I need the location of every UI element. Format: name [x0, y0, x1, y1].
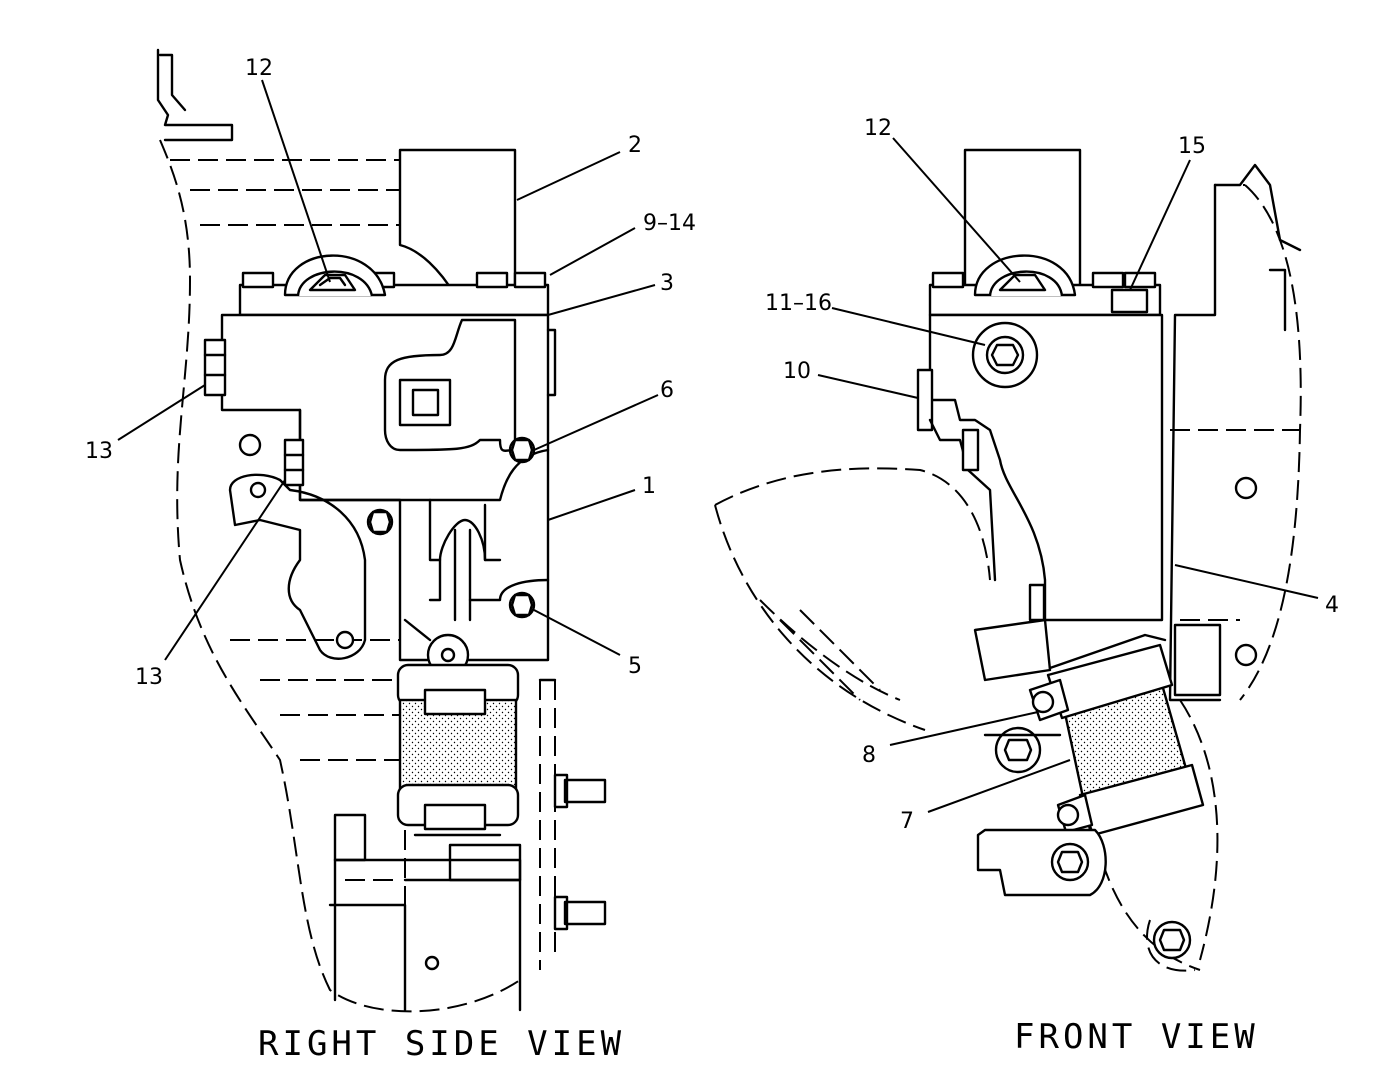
- callout-2: 2: [628, 133, 642, 158]
- hose-part-7-left: [396, 663, 520, 837]
- lower-bracket-left: [228, 473, 367, 660]
- callout-12: 12: [245, 56, 273, 81]
- callout-13-lower: 13: [135, 665, 163, 690]
- callout-7: 7: [900, 809, 914, 834]
- callout-12-front: 12: [864, 116, 892, 141]
- view-label-right-side: RIGHT SIDE VIEW: [258, 1024, 625, 1064]
- leaders-right: [817, 137, 1319, 813]
- right-side-view: 12 2 9–14 3 13 6 1 13 5 RIGHT SIDE VIEW: [85, 48, 696, 1064]
- lifting-eye-part-12-right: [973, 254, 1077, 297]
- side-structure-right: [1168, 163, 1302, 702]
- engine-outline-right: [714, 184, 1302, 971]
- lifting-eye-part-12-left: [283, 254, 387, 297]
- callouts-left: 12 2 9–14 3 13 6 1 13 5: [85, 56, 696, 690]
- callout-6: 6: [660, 378, 674, 403]
- lower-parts-front: [976, 726, 1196, 972]
- bolts-housing: [203, 338, 536, 619]
- lower-blocks-left: [328, 678, 607, 1012]
- callout-5: 5: [628, 654, 642, 679]
- leaders-left: [117, 79, 659, 661]
- callouts-right: 12 15 11–16 10 4 8 7: [765, 116, 1339, 834]
- callout-10: 10: [783, 359, 811, 384]
- engine-outline-left: [159, 139, 556, 1013]
- hose-part-7-front: [1028, 633, 1205, 837]
- callout-3: 3: [660, 271, 674, 296]
- callout-4: 4: [1325, 593, 1339, 618]
- front-view: 12 15 11–16 10 4 8 7 FRONT VIEW: [714, 116, 1339, 1057]
- housing-part-1: [220, 313, 557, 662]
- callout-15: 15: [1178, 134, 1206, 159]
- housing-front: [916, 313, 1164, 682]
- callout-11-16: 11–16: [765, 291, 832, 316]
- top-bracket: [156, 48, 234, 142]
- callout-13-upper: 13: [85, 439, 113, 464]
- view-label-front: FRONT VIEW: [1014, 1017, 1259, 1057]
- callout-9-14: 9–14: [643, 211, 696, 236]
- callout-1: 1: [642, 474, 656, 499]
- callout-8: 8: [862, 743, 876, 768]
